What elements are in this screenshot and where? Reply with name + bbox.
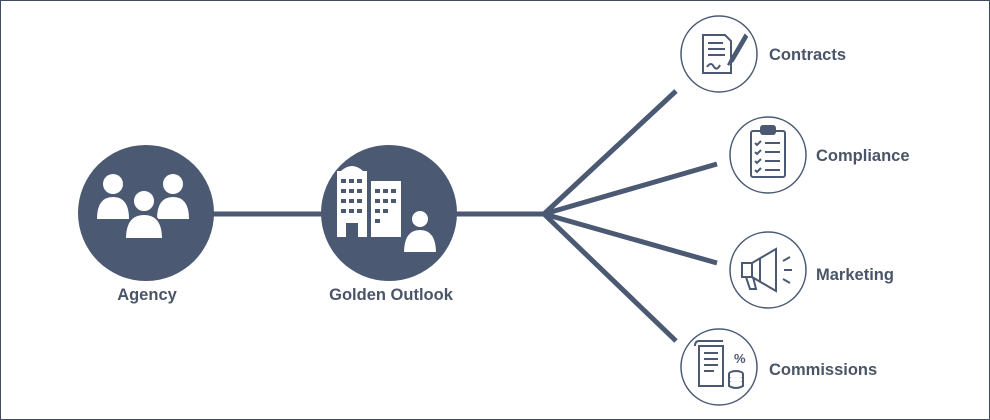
branch-marketing: Marketing — [729, 231, 894, 309]
node-golden-outlook: Golden Outlook — [321, 145, 457, 304]
marketing-label: Marketing — [816, 266, 894, 284]
commission-report-coins-icon: % — [694, 340, 746, 389]
megaphone-icon — [741, 247, 792, 293]
connector-lines — [213, 89, 718, 343]
agency-label: Agency — [117, 286, 177, 304]
people-group-icon — [97, 174, 189, 240]
connector-hub-marketing — [543, 211, 718, 266]
checklist-clipboard-icon — [750, 125, 786, 178]
connector-hub-contracts — [542, 89, 678, 216]
compliance-circle — [729, 116, 807, 194]
connector-hub-commissions — [542, 212, 678, 343]
svg-text:%: % — [734, 351, 746, 366]
connector-hub-compliance — [543, 161, 718, 217]
branch-commissions: % Commissions — [680, 328, 877, 406]
contract-signature-icon — [702, 33, 749, 74]
branch-compliance: Compliance — [729, 116, 910, 194]
contracts-label: Contracts — [769, 46, 846, 64]
node-agency: Agency — [78, 145, 214, 304]
commissions-label: Commissions — [769, 361, 877, 379]
compliance-label: Compliance — [816, 147, 910, 165]
branch-contracts: Contracts — [680, 15, 846, 93]
office-buildings-person-icon — [337, 166, 439, 254]
golden-outlook-label: Golden Outlook — [329, 286, 454, 304]
